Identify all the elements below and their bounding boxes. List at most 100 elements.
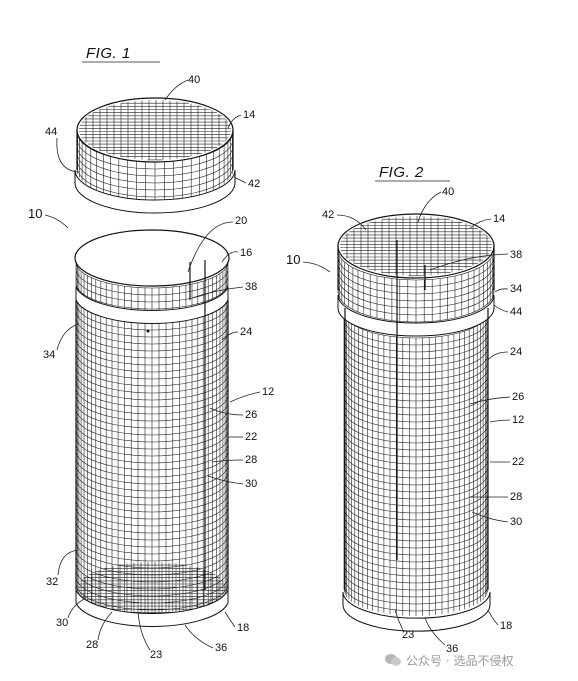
fig2-bottom-band bbox=[342, 591, 491, 632]
mesh-wire bbox=[230, 163, 233, 168]
mesh-wire bbox=[386, 305, 396, 308]
mesh-wire bbox=[459, 603, 467, 606]
mesh-wire bbox=[358, 355, 366, 359]
mesh-wire bbox=[113, 578, 123, 581]
mesh-wire bbox=[397, 476, 407, 479]
mesh-wire bbox=[340, 299, 345, 304]
mesh-wire bbox=[478, 349, 483, 354]
fig1-ref-24: 24 bbox=[240, 326, 252, 338]
mesh-wire bbox=[202, 187, 211, 192]
mesh-wire bbox=[349, 412, 354, 417]
mesh-wire bbox=[353, 310, 361, 314]
mesh-wire bbox=[225, 426, 228, 430]
mesh-wire bbox=[425, 350, 435, 353]
mesh-wire bbox=[466, 551, 474, 555]
mesh-wire bbox=[113, 466, 123, 469]
mesh-wire bbox=[483, 289, 489, 294]
mesh-wire bbox=[425, 462, 435, 465]
mesh-wire bbox=[482, 479, 486, 484]
mesh-wire bbox=[485, 448, 488, 452]
mesh-wire bbox=[113, 550, 123, 553]
mesh-wire bbox=[105, 520, 115, 523]
mesh-wire bbox=[98, 364, 106, 367]
mesh-wire bbox=[86, 582, 92, 587]
mesh-wire bbox=[221, 366, 226, 371]
mesh-wire bbox=[372, 430, 381, 433]
mesh-wire bbox=[122, 446, 133, 449]
mesh-wire bbox=[79, 153, 84, 158]
mesh-wire bbox=[466, 327, 474, 331]
mesh-wire bbox=[353, 485, 360, 490]
mesh-wire bbox=[81, 334, 87, 339]
mesh-wire bbox=[426, 285, 437, 287]
mesh-wire bbox=[388, 601, 398, 604]
mesh-wire bbox=[91, 522, 99, 526]
mesh-wire bbox=[98, 455, 106, 458]
mesh-wire bbox=[443, 369, 453, 372]
mesh-wire bbox=[485, 567, 488, 571]
mesh-wire bbox=[397, 490, 407, 493]
mesh-wire bbox=[205, 375, 213, 379]
mesh-wire bbox=[397, 371, 407, 374]
mesh-wire bbox=[388, 363, 398, 366]
mesh-wire bbox=[388, 433, 398, 436]
mesh-wire bbox=[472, 345, 479, 350]
mesh-wire bbox=[434, 517, 444, 520]
mesh-wire bbox=[445, 296, 456, 299]
mesh-wire bbox=[426, 292, 437, 294]
mesh-wire bbox=[459, 449, 467, 452]
mesh-wire bbox=[105, 359, 115, 362]
mesh-wire bbox=[459, 596, 467, 599]
fig1-ref-36: 36 bbox=[215, 642, 227, 654]
mesh-wire bbox=[189, 527, 199, 530]
mesh-wire bbox=[91, 396, 99, 400]
mesh-wire bbox=[171, 474, 182, 477]
mesh-wire bbox=[459, 484, 467, 487]
mesh-wire bbox=[346, 535, 350, 540]
mesh-wire bbox=[171, 425, 182, 428]
mesh-wire bbox=[459, 477, 467, 480]
mesh-wire bbox=[122, 341, 133, 344]
mesh-wire bbox=[189, 373, 199, 376]
mesh-wire bbox=[165, 188, 176, 190]
mesh-wire bbox=[181, 473, 191, 476]
mesh-wire bbox=[372, 353, 381, 356]
mesh-wire bbox=[181, 452, 191, 455]
mesh-wire bbox=[425, 364, 435, 367]
mesh-wire bbox=[466, 502, 474, 506]
mesh-wire bbox=[372, 486, 381, 489]
mesh-wire bbox=[225, 580, 228, 584]
mesh-wire bbox=[434, 531, 444, 534]
mesh-wire bbox=[122, 558, 133, 561]
mesh-wire bbox=[397, 434, 407, 437]
mesh-wire bbox=[212, 519, 218, 524]
mesh-wire bbox=[75, 268, 77, 273]
mesh-wire bbox=[397, 420, 407, 423]
mesh-wire bbox=[76, 349, 79, 353]
mesh-wire bbox=[379, 341, 389, 344]
mesh-wire bbox=[348, 306, 355, 311]
mesh-wire bbox=[105, 408, 115, 411]
mesh-wire bbox=[472, 366, 479, 371]
mesh-wire bbox=[349, 328, 354, 333]
mesh-wire bbox=[91, 375, 99, 379]
mesh-wire bbox=[105, 296, 115, 299]
mesh-wire bbox=[388, 377, 398, 380]
mesh-wire bbox=[451, 500, 460, 503]
mesh-wire bbox=[86, 274, 92, 279]
mesh-wire bbox=[372, 500, 381, 503]
mesh-wire bbox=[76, 412, 79, 416]
mesh-wire bbox=[98, 546, 106, 549]
mesh-wire bbox=[212, 554, 218, 559]
fig1-leader-42 bbox=[233, 176, 247, 184]
mesh-wire bbox=[349, 370, 354, 375]
mesh-wire bbox=[113, 375, 123, 378]
mesh-wire bbox=[425, 504, 435, 507]
mesh-wire bbox=[397, 392, 407, 395]
mesh-wire bbox=[105, 555, 115, 558]
mesh-wire bbox=[113, 508, 123, 511]
mesh-wire bbox=[443, 481, 453, 484]
mesh-wire bbox=[477, 285, 484, 290]
mesh-wire bbox=[445, 282, 456, 285]
mesh-wire bbox=[98, 336, 106, 339]
